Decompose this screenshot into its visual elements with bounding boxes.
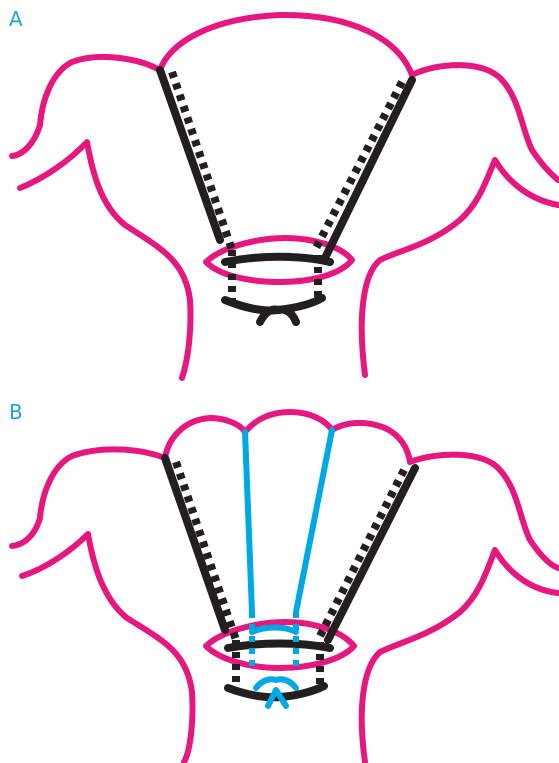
panel-a <box>12 15 558 378</box>
panel-b-uterus-outline <box>12 412 558 762</box>
panel-b <box>12 412 558 762</box>
panel-a-uterus-outline <box>12 15 558 378</box>
panel-b-suture-solid <box>165 458 415 697</box>
